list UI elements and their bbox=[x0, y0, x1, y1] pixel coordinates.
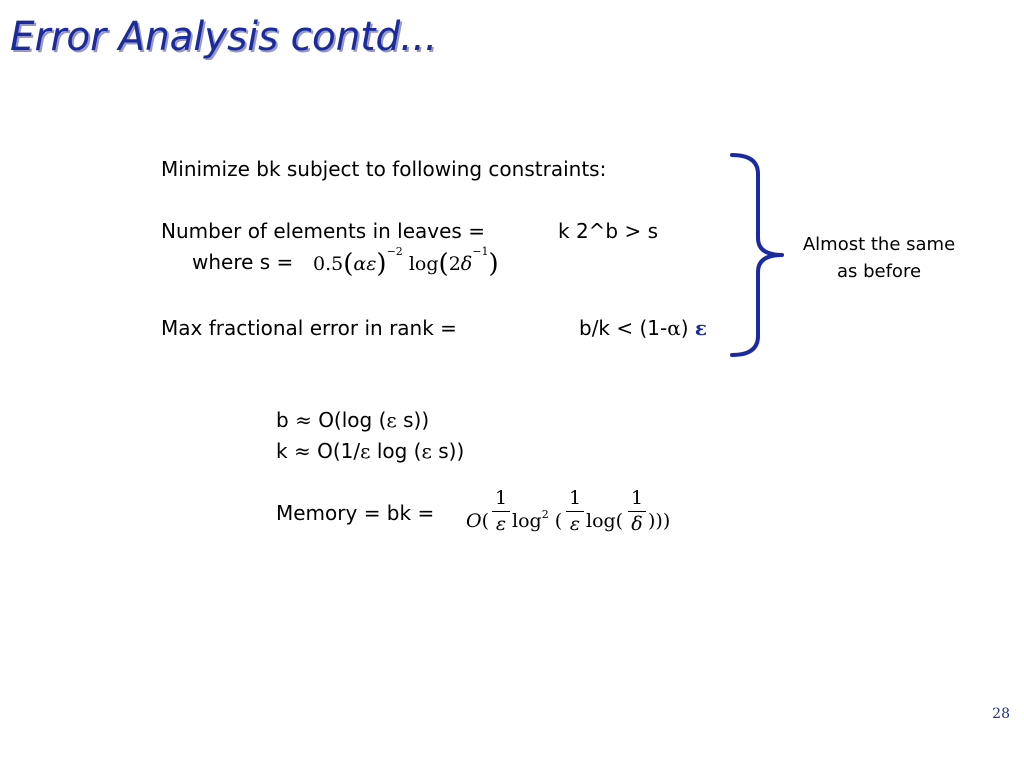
where-label: where s = bbox=[192, 250, 294, 274]
b-result: b ≈ O(log (ε s)) bbox=[276, 408, 430, 432]
epsilon-accent: ε bbox=[694, 316, 708, 340]
max-error-label: Max fractional error in rank = bbox=[161, 316, 457, 340]
curly-brace-icon bbox=[730, 153, 784, 357]
constraints-intro: Minimize bk subject to following constra… bbox=[161, 157, 607, 181]
memory-label: Memory = bk = bbox=[276, 501, 435, 525]
max-error-value: b/k < (1-α) ε bbox=[579, 316, 708, 340]
slide-title: Error Analysis contd... bbox=[10, 14, 438, 60]
brace-note: Almost the same as before bbox=[780, 231, 978, 285]
k-result: k ≈ O(1/ε log (ε s)) bbox=[276, 439, 465, 463]
leaves-value: k 2^b > s bbox=[558, 219, 659, 243]
page-number: 28 bbox=[992, 706, 1010, 722]
brace-note-line2: as before bbox=[836, 261, 922, 282]
leaves-label: Number of elements in leaves = bbox=[161, 219, 485, 243]
brace-note-line1: Almost the same bbox=[802, 234, 956, 255]
s-formula: 0.5(αε)−2 log(2δ−1) bbox=[313, 245, 499, 279]
